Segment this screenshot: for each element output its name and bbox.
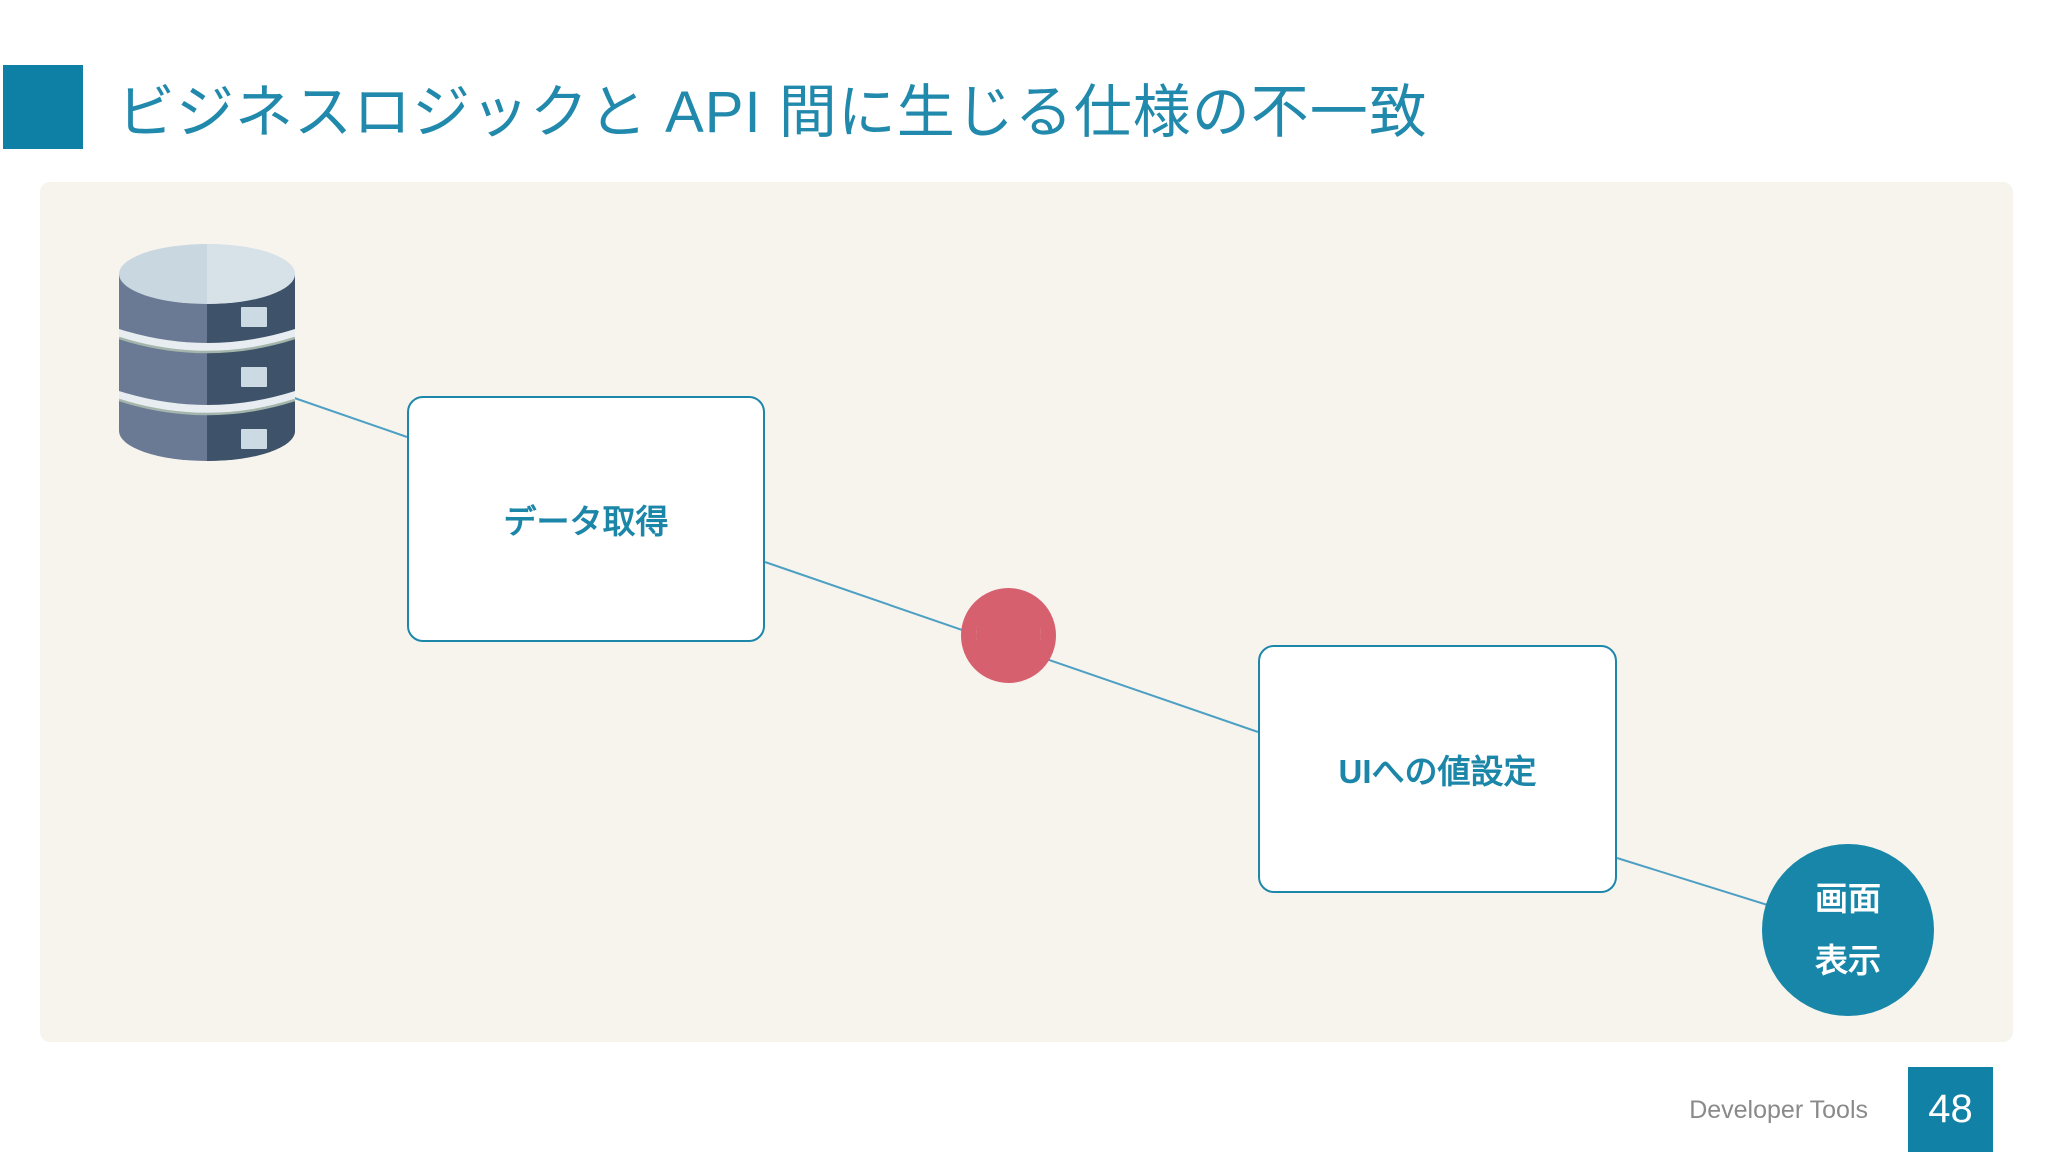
mismatch-target-icon [961,588,1056,683]
mismatch-target-inner-dot [976,596,1041,675]
title-accent-square [3,65,83,149]
slide-header: ビジネスロジックと API 間に生じる仕様の不一致 [3,65,1428,149]
screen-display-node: 画面 表示 [1762,844,1934,1016]
screen-display-label-line2: 表示 [1815,942,1881,979]
step-box-ui-value-set-label: UIへの値設定 [1338,753,1537,790]
footer-deck-title: Developer Tools [1689,1096,1868,1124]
page-number: 48 [1928,1087,1973,1131]
database-icon [119,244,295,461]
page-title: ビジネスロジックと API 間に生じる仕様の不一致 [117,80,1428,145]
step-box-data-fetch-label: データ取得 [503,503,669,540]
step-box-ui-value-set: UIへの値設定 [1258,645,1617,893]
step-box-data-fetch: データ取得 [407,396,765,642]
page-number-badge: 48 [1908,1067,1993,1152]
screen-display-label-line1: 画面 [1815,880,1881,917]
